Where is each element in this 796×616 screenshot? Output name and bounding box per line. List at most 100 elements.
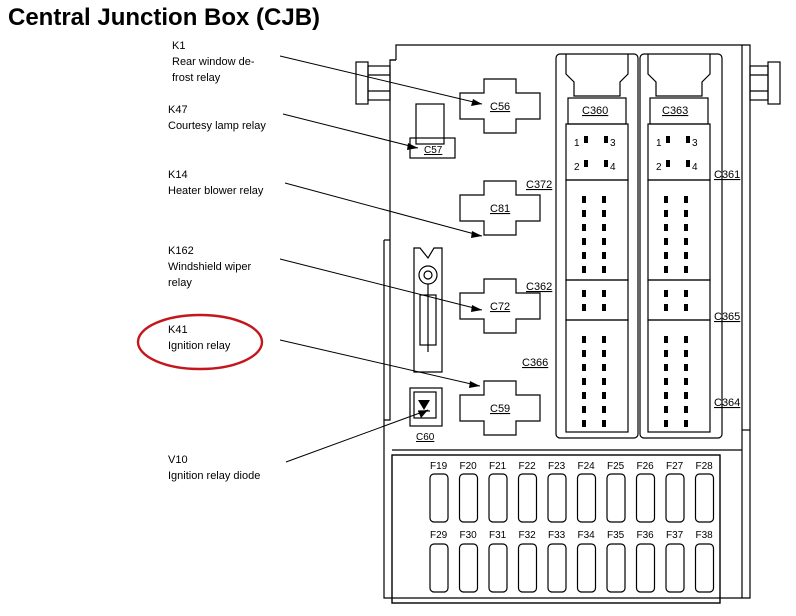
pin-4-left: 4 [610, 162, 616, 173]
connector-pin [684, 336, 688, 343]
connector-pin [582, 336, 586, 343]
connector-pin [664, 378, 668, 385]
connector-pin [684, 420, 688, 427]
relay-socket-outline [459, 278, 541, 334]
callout-code: K47 [168, 104, 188, 116]
connector-column-left: C360 [555, 53, 639, 439]
pin-3-left: 3 [610, 138, 616, 149]
fuse-slot [458, 543, 479, 593]
connector-column-right: C363 [639, 53, 723, 439]
connector-pin [684, 252, 688, 259]
connector-pin [582, 392, 586, 399]
connector-pin [684, 364, 688, 371]
fuse-label: F29 [430, 530, 448, 541]
fuse-slot [429, 473, 449, 523]
connector-pin [602, 350, 606, 357]
connector-pin [684, 196, 688, 203]
fuse-slot [606, 543, 626, 593]
fuse-label: F37 [666, 530, 684, 541]
callout-code: K1 [172, 40, 186, 52]
connector-c372-label: C372 [526, 179, 552, 191]
socket-c57: C57 [409, 103, 456, 159]
fuse-label: F33 [548, 530, 566, 541]
fuse-slot [547, 543, 567, 593]
socket-c60: C60 [409, 387, 443, 443]
connector-pin [684, 266, 688, 273]
connector-pin [664, 304, 668, 311]
connector-pin [602, 392, 606, 399]
callout-desc: Ignition relay [168, 340, 231, 352]
callout-desc: Windshield wiper [168, 261, 252, 273]
fuse-slot [488, 473, 508, 523]
leader-lines [279, 55, 483, 463]
relay-socket-outline [459, 380, 541, 436]
leader-k1 [279, 55, 483, 105]
fuse-slot [576, 473, 597, 523]
callout-desc: relay [168, 277, 192, 289]
fuse-slot [694, 543, 715, 593]
connector-pin [664, 196, 668, 203]
relay-socket-label: C59 [490, 403, 510, 415]
callout-k47: K47 Courtesy lamp relay [168, 102, 266, 134]
leader-k41 [279, 339, 481, 387]
connector-pin [684, 350, 688, 357]
leader-k14 [284, 182, 483, 237]
connector-pin [684, 392, 688, 399]
callout-k14: K14 Heater blower relay [168, 167, 263, 199]
connector-pin [582, 406, 586, 413]
pin-2-left: 2 [574, 162, 580, 173]
fuse-label: F38 [696, 530, 714, 541]
connector-pin [604, 160, 608, 167]
connector-pin [582, 210, 586, 217]
connector-pin [582, 196, 586, 203]
connector-c364-label: C364 [714, 397, 740, 409]
fuse-label: F26 [637, 461, 655, 472]
fuse-slot [665, 473, 685, 523]
connector-pin [684, 290, 688, 297]
fuse-label: F34 [578, 530, 596, 541]
fuse-slot [458, 473, 479, 523]
connector-pin [684, 224, 688, 231]
arrow-k14 [471, 231, 482, 238]
callout-desc: Heater blower relay [168, 185, 264, 197]
connector-pin [602, 420, 606, 427]
arrow-k162 [471, 305, 482, 312]
connector-pin [602, 266, 606, 273]
connector-pin [602, 210, 606, 217]
fuse-label: F35 [607, 530, 625, 541]
leader-k162 [279, 258, 483, 311]
connector-pin [684, 406, 688, 413]
relay-socket-c59: C59 [459, 380, 541, 436]
junction-box-housing [355, 44, 781, 604]
callout-k1: K1 Rear window de- frost relay [172, 38, 255, 86]
connector-pin [582, 420, 586, 427]
pin-4-right: 4 [692, 162, 698, 173]
connector-pin [582, 290, 586, 297]
fuse-slot [694, 473, 715, 523]
connector-pin [664, 210, 668, 217]
connector-c360-label: C360 [582, 105, 608, 117]
callout-code: V10 [168, 454, 188, 466]
callout-code: K41 [168, 324, 188, 336]
connector-pin [602, 336, 606, 343]
relay-socket-c72: C72 [459, 278, 541, 334]
connector-pin [582, 364, 586, 371]
connector-pin [666, 136, 670, 143]
connector-pin [686, 136, 690, 143]
connector-pin [584, 160, 588, 167]
fuse-label: F20 [460, 461, 478, 472]
connector-pin [582, 378, 586, 385]
connector-pin [582, 266, 586, 273]
fuse-label: F32 [519, 530, 537, 541]
diagram-title: Central Junction Box (CJB) [8, 4, 321, 31]
socket-c60-label: C60 [416, 432, 435, 443]
relay-socket-label: C81 [490, 203, 510, 215]
connector-pin [666, 160, 670, 167]
pin-number-labels: 1 3 2 4 1 3 2 4 [574, 138, 698, 173]
connector-pin [602, 364, 606, 371]
connector-pin [602, 238, 606, 245]
fuse-label: F25 [607, 461, 625, 472]
fuse-slot [517, 543, 538, 593]
arrow-v10 [418, 410, 428, 418]
connector-pin [684, 304, 688, 311]
